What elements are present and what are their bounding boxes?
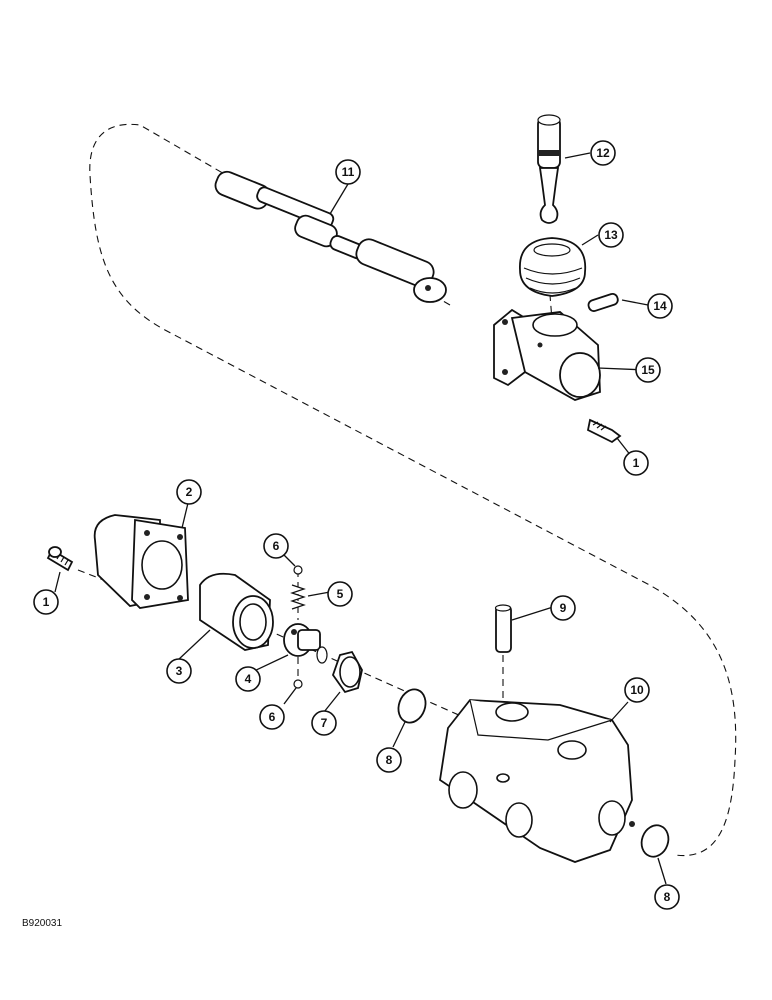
svg-text:14: 14 — [653, 299, 667, 313]
callout-2: 2 — [176, 479, 202, 505]
callout-8-upper: 8 — [376, 747, 402, 773]
svg-text:8: 8 — [386, 753, 393, 767]
callout-9: 9 — [550, 595, 576, 621]
callout-6-lower: 6 — [259, 704, 285, 730]
svg-text:1: 1 — [43, 595, 50, 609]
callout-4: 4 — [235, 666, 261, 692]
valve-body-part — [439, 699, 635, 863]
svg-text:6: 6 — [273, 539, 280, 553]
svg-text:10: 10 — [630, 683, 644, 697]
boot-part — [519, 237, 587, 297]
svg-text:11: 11 — [342, 165, 355, 179]
bolt-part-upper — [586, 418, 622, 444]
callout-15: 15 — [635, 357, 661, 383]
svg-text:3: 3 — [176, 664, 183, 678]
roll-pin-part — [494, 604, 512, 653]
callout-13: 13 — [598, 222, 624, 248]
lever-housing-part — [493, 308, 601, 401]
callout-10: 10 — [624, 677, 650, 703]
callout-1-lower: 1 — [33, 589, 59, 615]
callout-11: 11 — [335, 159, 361, 185]
plunger-part — [537, 114, 561, 224]
figure-code-label: B920031 — [22, 918, 63, 929]
svg-text:1: 1 — [633, 456, 640, 470]
bushing-part — [331, 650, 363, 694]
sleeve-part — [199, 572, 274, 651]
callout-14: 14 — [647, 293, 673, 319]
svg-text:15: 15 — [641, 363, 655, 377]
ball-part-lower — [293, 679, 303, 689]
svg-text:7: 7 — [321, 716, 328, 730]
pin-part-14 — [587, 293, 619, 312]
callout-8-lower: 8 — [654, 884, 680, 910]
o-ring-part-upper — [397, 688, 427, 724]
callout-3: 3 — [166, 658, 192, 684]
svg-text:6: 6 — [269, 710, 276, 724]
assembly-path-line — [89, 123, 737, 857]
svg-text:13: 13 — [604, 228, 618, 242]
spring-part — [290, 584, 306, 610]
callout-6-upper: 6 — [263, 533, 289, 559]
o-ring-part-lower — [640, 824, 670, 858]
ball-part-upper — [293, 565, 303, 575]
svg-text:2: 2 — [186, 485, 193, 499]
leader-lines — [54, 152, 667, 885]
control-rod-part — [214, 170, 447, 303]
callout-1-upper: 1 — [623, 450, 649, 476]
end-cap-part — [93, 514, 189, 609]
detent-spool-part — [283, 623, 328, 664]
callout-12: 12 — [590, 140, 616, 166]
svg-text:12: 12 — [596, 146, 610, 160]
bolt-part-lower — [46, 546, 74, 572]
callout-5: 5 — [327, 581, 353, 607]
svg-text:8: 8 — [664, 890, 671, 904]
callout-7: 7 — [311, 710, 337, 736]
svg-text:5: 5 — [337, 587, 344, 601]
svg-text:4: 4 — [245, 672, 252, 686]
svg-text:9: 9 — [560, 601, 567, 615]
